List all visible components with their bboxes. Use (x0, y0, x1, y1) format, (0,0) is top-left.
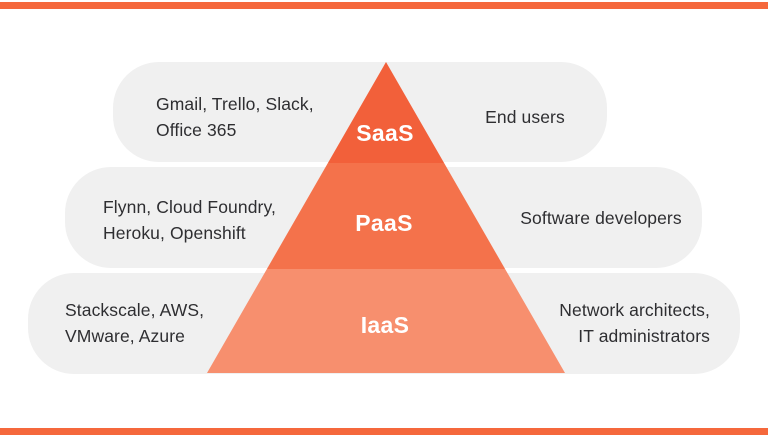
iaas-examples-line-2: VMware, Azure (65, 326, 185, 346)
saas-examples-line-1: Gmail, Trello, Slack, (156, 94, 314, 114)
paas-users-text: Software developers (511, 205, 691, 231)
iaas-tier-label: IaaS (360, 312, 410, 338)
saas-examples-line-2: Office 365 (156, 120, 237, 140)
iaas-users-text: Network architects, IT administrators (559, 297, 710, 349)
top-border-bar (0, 2, 768, 9)
saas-triangle (327, 62, 445, 163)
iaas-examples-line-1: Stackscale, AWS, (65, 300, 205, 320)
saas-tier-label: SaaS (356, 120, 414, 146)
iaas-users-line-2: IT administrators (578, 326, 710, 346)
saas-users-text: End users (455, 104, 595, 130)
saas-examples-text: Gmail, Trello, Slack, Office 365 (156, 91, 314, 143)
paas-examples-line-2: Heroku, Openshift (103, 223, 246, 243)
iaas-trapezoid (207, 269, 565, 373)
iaas-examples-text: Stackscale, AWS, VMware, Azure (65, 297, 204, 349)
paas-examples-text: Flynn, Cloud Foundry, Heroku, Openshift (103, 194, 276, 246)
bottom-border-bar (0, 428, 768, 435)
paas-trapezoid (266, 163, 506, 269)
saas-users-line-1: End users (485, 107, 565, 127)
iaas-users-line-1: Network architects, (559, 300, 710, 320)
paas-examples-line-1: Flynn, Cloud Foundry, (103, 197, 276, 217)
paas-users-line-1: Software developers (520, 208, 682, 228)
paas-tier-label: PaaS (355, 210, 413, 236)
